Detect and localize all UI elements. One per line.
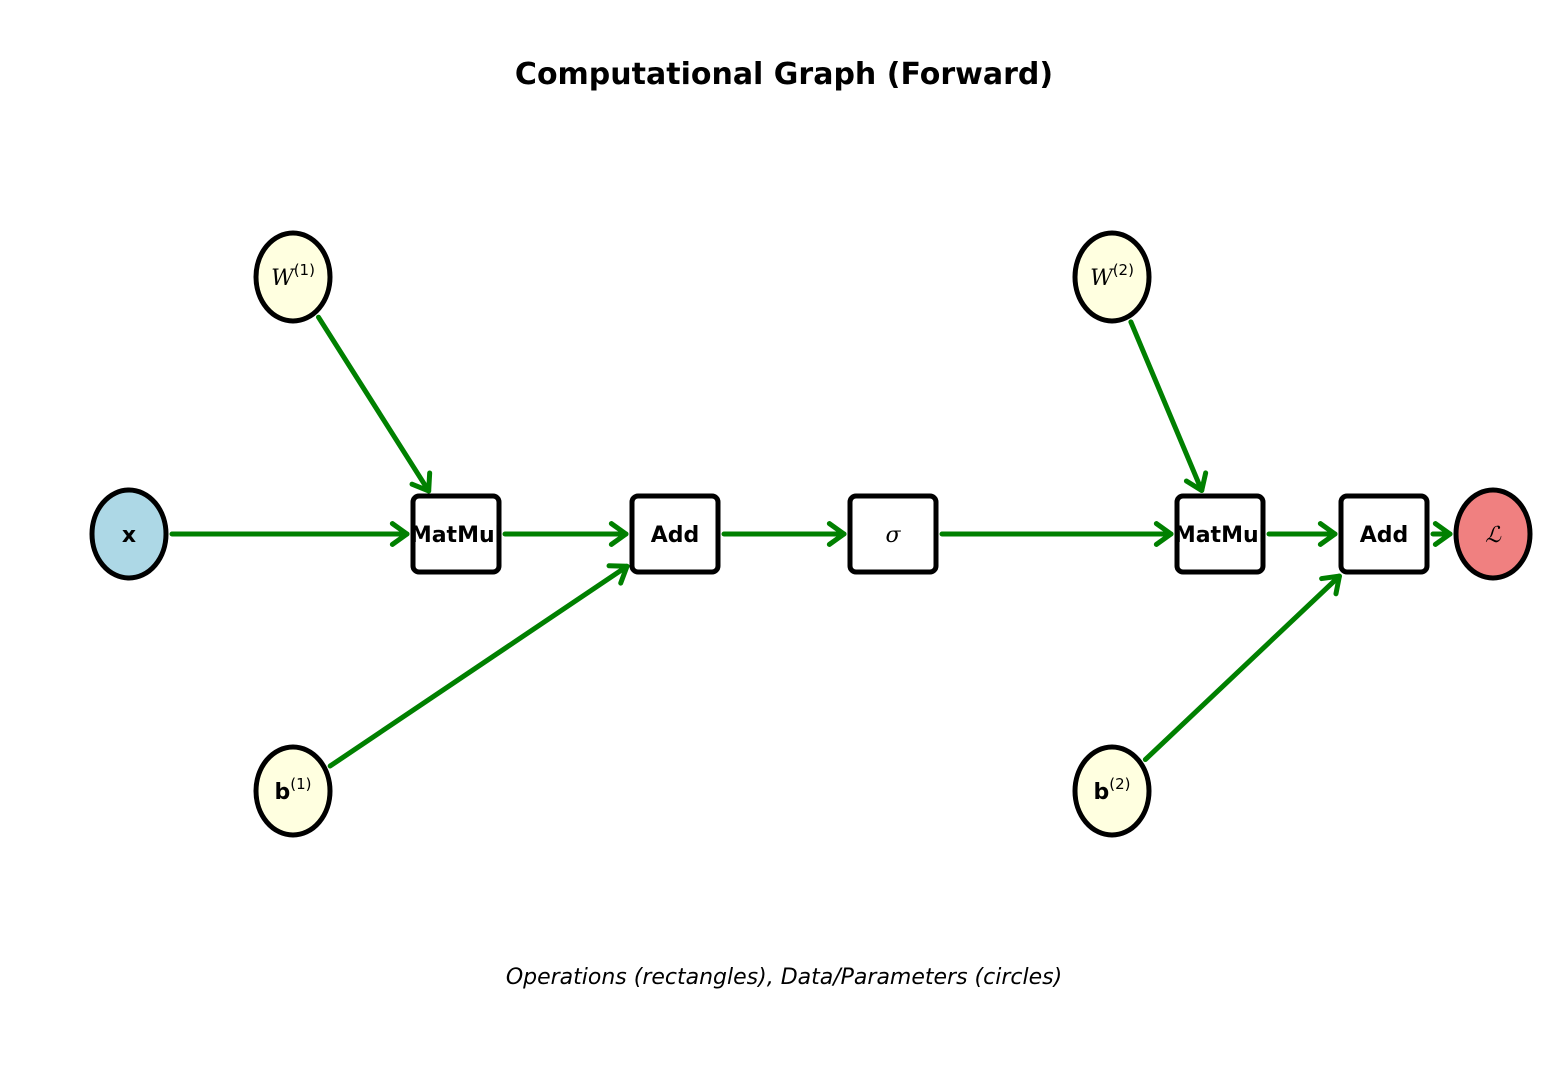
operation-rect <box>629 493 721 575</box>
node-W2: W(2) <box>1072 230 1152 324</box>
node-label-main: Add <box>651 523 700 548</box>
node-b1: b(1) <box>253 744 333 838</box>
edge-line <box>315 314 432 494</box>
param-circle <box>253 230 333 324</box>
node-label-main: ℒ <box>1485 523 1502 548</box>
edge-sigma-to-matmul2 <box>939 521 1174 547</box>
node-label-main: x <box>122 523 136 548</box>
node-x: x <box>89 487 169 581</box>
node-label: W(1) <box>271 261 315 291</box>
node-label-main: b <box>1094 780 1110 805</box>
arrowhead-icon <box>606 563 630 586</box>
node-label-superscript: (1) <box>290 775 311 793</box>
edge-b1-to-add1 <box>327 563 630 769</box>
operation-rect <box>410 493 502 575</box>
node-add1: Add <box>629 493 721 575</box>
node-label: MatMul <box>410 523 502 548</box>
arrowhead-icon <box>389 521 410 547</box>
node-sigma: σ <box>847 493 939 575</box>
arrowhead-icon <box>1153 521 1174 547</box>
node-matmul1: MatMul <box>410 493 502 575</box>
param-circle <box>253 744 333 838</box>
node-label: x <box>122 523 136 548</box>
edge-line <box>327 563 630 769</box>
param-circle <box>1072 230 1152 324</box>
edge-add2-to-loss <box>1430 521 1453 547</box>
node-b2: b(2) <box>1072 744 1152 838</box>
node-label: Add <box>651 523 700 548</box>
diagram-title: Computational Graph (Forward) <box>515 57 1053 92</box>
node-label-superscript: (2) <box>1113 261 1134 279</box>
node-label-main: σ <box>885 523 901 548</box>
node-loss: ℒ <box>1453 487 1533 581</box>
edge-W1-to-matmul1 <box>315 314 433 494</box>
operation-rect <box>1338 493 1430 575</box>
param-circle <box>1072 744 1152 838</box>
edge-line <box>1142 573 1342 763</box>
node-W1: W(1) <box>253 230 333 324</box>
diagram-caption: Operations (rectangles), Data/Parameters… <box>506 965 1062 990</box>
node-label: MatMul <box>1174 523 1266 548</box>
arrowhead-icon <box>1317 521 1338 547</box>
node-label-main: W <box>1090 266 1115 291</box>
edges-layer <box>169 314 1453 769</box>
input-circle <box>89 487 169 581</box>
node-label-main: MatMul <box>1174 523 1266 548</box>
arrowhead-icon <box>1183 470 1209 493</box>
node-label-main: W <box>271 266 296 291</box>
node-label: b(2) <box>1094 775 1131 805</box>
node-label: ℒ <box>1485 523 1502 548</box>
node-label-superscript: (2) <box>1109 775 1130 793</box>
node-label: W(2) <box>1090 261 1134 291</box>
arrowhead-icon <box>608 521 629 547</box>
node-label: Add <box>1360 523 1409 548</box>
arrowhead-icon <box>409 470 433 494</box>
node-label-main: MatMul <box>410 523 502 548</box>
edge-matmul1-to-add1 <box>502 521 629 547</box>
node-label: b(1) <box>275 775 312 805</box>
node-label-superscript: (1) <box>294 261 315 279</box>
arrowhead-icon <box>1319 573 1342 597</box>
edge-add1-to-sigma <box>721 521 847 547</box>
edge-b2-to-add2 <box>1142 573 1342 763</box>
node-label-main: b <box>275 780 291 805</box>
edge-x-to-matmul1 <box>169 521 410 547</box>
arrowhead-icon <box>1432 521 1453 547</box>
edge-line <box>1128 319 1205 493</box>
node-label-main: Add <box>1360 523 1409 548</box>
edge-W2-to-matmul2 <box>1128 319 1209 493</box>
edge-matmul2-to-add2 <box>1266 521 1338 547</box>
arrowhead-icon <box>826 521 847 547</box>
node-add2: Add <box>1338 493 1430 575</box>
node-matmul2: MatMul <box>1174 493 1266 575</box>
operation-rect <box>1174 493 1266 575</box>
node-label: σ <box>885 523 901 548</box>
operation-rect <box>847 493 939 575</box>
loss-circle <box>1453 487 1533 581</box>
